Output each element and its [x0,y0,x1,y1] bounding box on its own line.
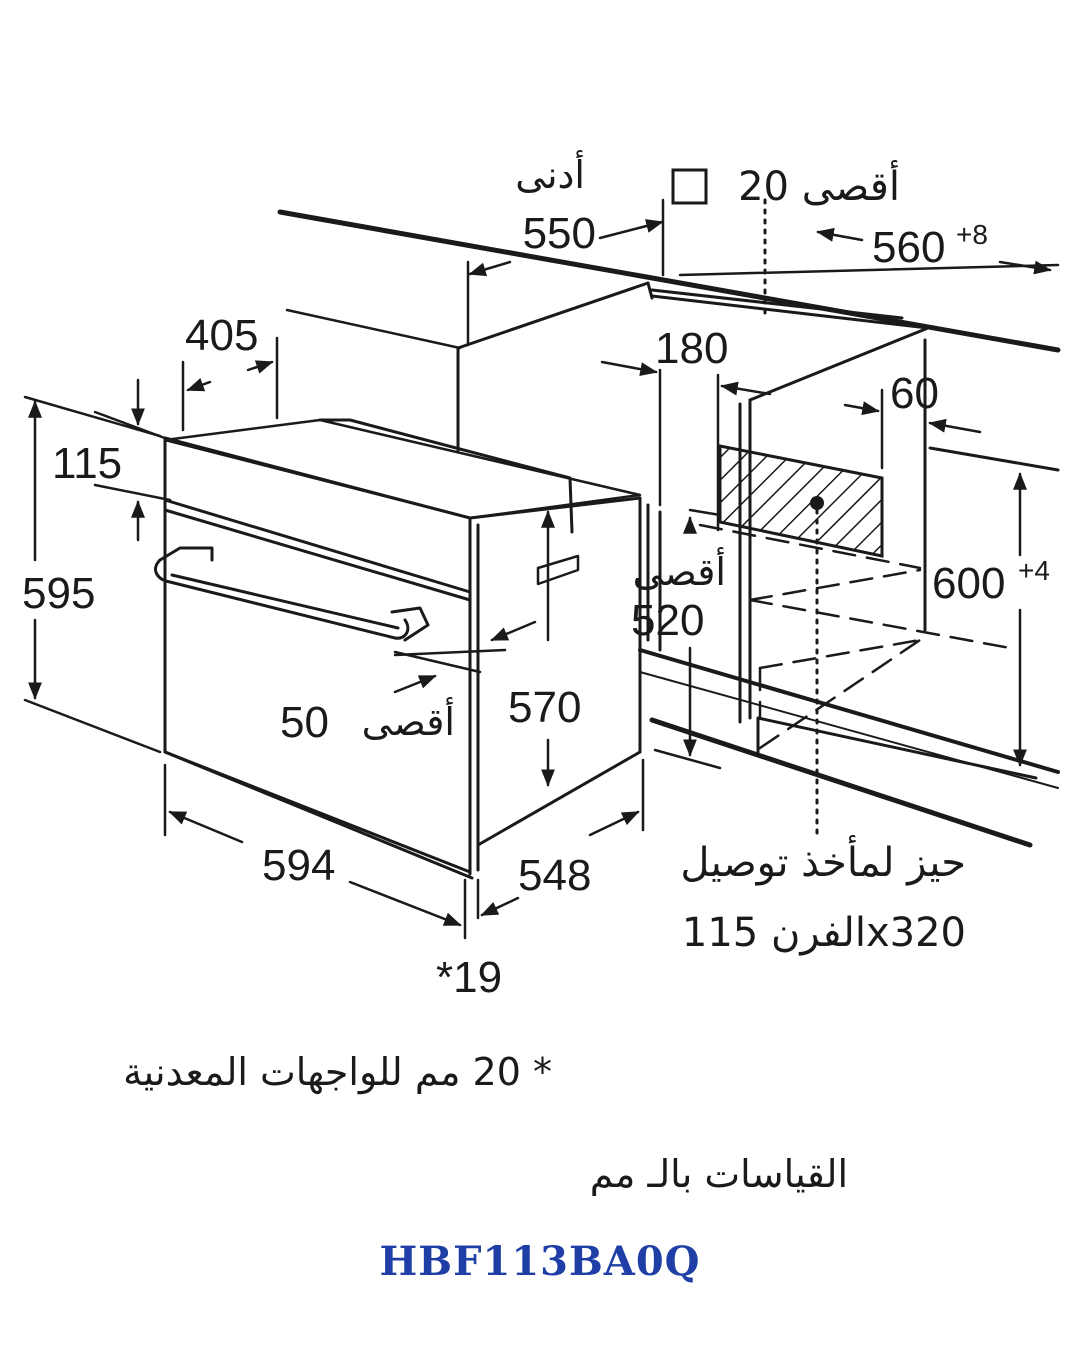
dim-50: 50 [280,698,329,747]
dim-180: 180 [655,324,728,373]
dim-520: 520 [631,596,704,645]
label-socket-line2: الفرن 115x320 [682,910,966,956]
dimension-labels: أدنى 550 أقصى 20 560 +8 405 180 60 115 5… [22,150,1050,1002]
dim-560: 560 [872,223,945,272]
dim-115: 115 [52,439,122,488]
model-number: HBF113BA0Q [379,1238,701,1285]
center-guides [763,198,819,837]
dim-19-asterisk: *19 [436,953,502,1002]
dim-405: 405 [185,311,258,360]
note-metal-fronts: * 20 مم للواجهات المعدنية [123,1050,552,1094]
oven-handle [154,546,430,642]
socket-area [718,444,884,558]
label-min-550: أدنى [515,150,585,197]
label-max-50: أقصى [362,697,455,744]
note-units: القياسات بالـ مم [589,1152,848,1196]
dim-570: 570 [508,683,581,732]
dim-595: 595 [22,569,95,618]
label-max-20: أقصى 20 [738,160,900,210]
dim-600: 600 [932,559,1005,608]
dim-600-tolerance: +4 [1018,555,1050,586]
dim-550: 550 [523,209,596,258]
label-max-520: أقصى [633,547,726,594]
square-icon [671,168,708,205]
dim-560-tolerance: +8 [956,219,988,250]
dim-548: 548 [518,851,591,900]
dim-594: 594 [262,841,335,890]
label-socket-line1: حيز لمأخذ توصيل [680,835,966,886]
cabinet-outline [277,209,1061,848]
oven-body [163,418,642,880]
dimension-lines [23,198,1060,940]
dim-60: 60 [890,369,939,418]
hidden-lines [698,523,1012,750]
